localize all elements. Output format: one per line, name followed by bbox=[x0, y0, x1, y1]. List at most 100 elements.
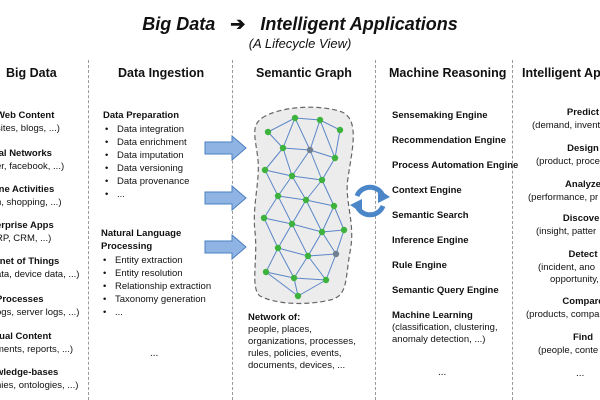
graph-node bbox=[332, 250, 340, 258]
prep-item: Data enrichment bbox=[117, 137, 187, 148]
big-data-item-title: Web Content bbox=[0, 110, 55, 121]
graph-edge bbox=[307, 231, 323, 257]
app-item-title: Analyze bbox=[565, 179, 600, 190]
machine-learning-title: Machine Learning bbox=[392, 310, 473, 321]
graph-node bbox=[302, 196, 310, 204]
network-line: rules, policies, events, bbox=[248, 348, 342, 359]
graph-edge bbox=[293, 255, 309, 279]
graph-edge bbox=[265, 247, 279, 273]
app-item-detail: (product, proce bbox=[536, 156, 600, 167]
big-data-item-detail: er, facebook, ...) bbox=[0, 161, 65, 172]
nlp-item: ... bbox=[115, 307, 123, 318]
bullet-icon: • bbox=[105, 163, 109, 174]
column-divider bbox=[232, 60, 233, 400]
app-item-title: Design bbox=[567, 143, 599, 154]
graph-edge bbox=[291, 223, 323, 233]
column-divider bbox=[512, 60, 513, 400]
network-line: documents, devices, ... bbox=[248, 360, 346, 371]
graph-edge bbox=[307, 255, 327, 281]
machine-learning-detail: anomaly detection, ...) bbox=[392, 334, 486, 345]
bullet-icon: • bbox=[105, 189, 109, 200]
prep-item: Data integration bbox=[117, 124, 185, 135]
graph-node bbox=[304, 252, 312, 260]
graph-node bbox=[262, 268, 270, 276]
big-data-item-detail: RP, CRM, ...) bbox=[0, 233, 52, 244]
app-item-title: Compare bbox=[562, 296, 600, 307]
graph-edge bbox=[321, 205, 335, 233]
graph-edge bbox=[264, 147, 284, 171]
graph-edge bbox=[309, 119, 321, 151]
graph-edge bbox=[265, 271, 299, 297]
bullet-icon: • bbox=[105, 176, 109, 187]
reasoning-ellipsis: ... bbox=[438, 367, 447, 378]
graph-node bbox=[318, 228, 326, 236]
app-item-detail: opportunity, bbox=[550, 274, 599, 285]
engine-label: Semantic Search bbox=[392, 210, 469, 221]
graph-edge bbox=[321, 229, 345, 233]
bullet-icon: • bbox=[105, 124, 109, 135]
big-data-item-detail: h, shopping, ...) bbox=[0, 197, 62, 208]
engine-label: Rule Engine bbox=[392, 260, 447, 271]
graph-edge bbox=[335, 229, 345, 255]
graph-edge bbox=[291, 199, 307, 225]
big-data-item-title: rnet of Things bbox=[0, 256, 60, 267]
big-data-item-title: ine Activities bbox=[0, 184, 55, 195]
graph-node bbox=[260, 214, 268, 222]
app-item-title: Discover bbox=[562, 213, 600, 224]
graph-edge bbox=[325, 253, 337, 281]
graph-edge bbox=[333, 205, 345, 231]
graph-edge bbox=[321, 231, 337, 255]
app-item-detail: (products, compa bbox=[526, 309, 600, 320]
graph-node bbox=[318, 176, 326, 184]
graph-edge bbox=[297, 279, 327, 297]
graph-node bbox=[336, 126, 344, 134]
graph-edge bbox=[305, 199, 323, 233]
graph-node bbox=[274, 192, 282, 200]
big-data-item-detail: ata, device data, ...) bbox=[0, 269, 80, 280]
graph-node bbox=[290, 274, 298, 282]
engine-label: Recommendation Engine bbox=[392, 135, 507, 146]
prep-item: Data provenance bbox=[117, 176, 190, 187]
big-data-item-title: erprise Apps bbox=[0, 220, 54, 231]
engine-label: Inference Engine bbox=[392, 235, 469, 246]
nlp-title: Processing bbox=[101, 241, 153, 252]
big-data-item-title: tual Content bbox=[0, 331, 52, 342]
graph-edge bbox=[291, 175, 307, 201]
flow-arrow-icon bbox=[204, 184, 247, 212]
graph-node bbox=[274, 244, 282, 252]
bullet-icon: • bbox=[103, 307, 107, 318]
app-item-title: Predict bbox=[566, 107, 600, 118]
graph-node bbox=[264, 128, 272, 136]
engine-label: Semantic Query Engine bbox=[392, 285, 499, 296]
graph-edge bbox=[319, 119, 341, 131]
graph-edge bbox=[307, 253, 337, 257]
app-item-detail: (incident, ano bbox=[538, 262, 596, 273]
graph-edge bbox=[282, 117, 296, 149]
ingestion-ellipsis: ... bbox=[150, 348, 159, 359]
graph-edge bbox=[319, 119, 336, 159]
graph-edge bbox=[321, 157, 336, 181]
graph-edge bbox=[309, 149, 336, 159]
prep-item: ... bbox=[117, 189, 125, 200]
bullet-icon: • bbox=[103, 294, 107, 305]
app-item-detail: (performance, pr bbox=[528, 192, 599, 203]
graph-node bbox=[331, 154, 339, 162]
title-arrow-icon: ➔ bbox=[230, 14, 246, 34]
machine-learning-detail: (classification, clustering, bbox=[392, 322, 498, 333]
big-data-item-title: wledge-bases bbox=[0, 367, 59, 378]
graph-node bbox=[322, 276, 330, 284]
title-from: Big Data bbox=[142, 14, 216, 34]
header-machine-reasoning: Machine Reasoning bbox=[389, 66, 507, 80]
nlp-item: Taxonomy generation bbox=[115, 294, 206, 305]
network-title: Network of: bbox=[248, 312, 301, 323]
header-big-data: Big Data bbox=[6, 66, 57, 80]
graph-edge bbox=[277, 247, 309, 257]
nlp-item: Entity extraction bbox=[115, 255, 183, 266]
diagram-title: Big Data ➔ Intelligent Applications bbox=[0, 14, 600, 35]
graph-edge bbox=[263, 217, 279, 249]
graph-edge bbox=[277, 175, 293, 197]
header-intelligent-apps: Intelligent App bbox=[522, 66, 600, 80]
nlp-title: Natural Language bbox=[101, 228, 182, 239]
cycle-icon bbox=[350, 184, 390, 218]
graph-edge bbox=[305, 199, 335, 207]
